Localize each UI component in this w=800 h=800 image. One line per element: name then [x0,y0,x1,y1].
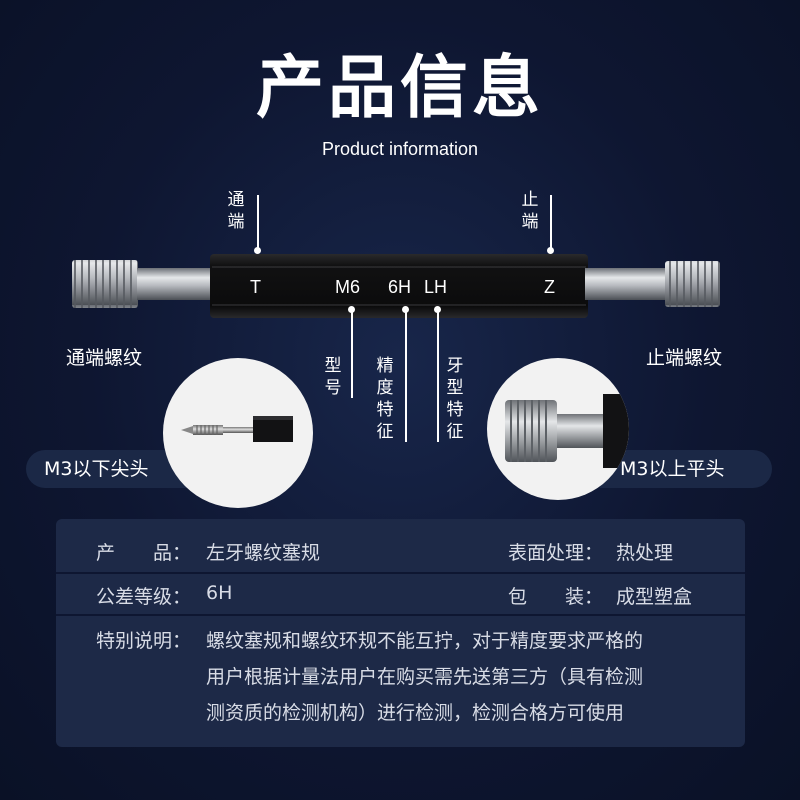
callout-char: 端 [227,212,245,232]
callout-nogo-end: 止 端 [520,189,540,233]
row-divider [56,572,745,574]
callout-dot [547,247,554,254]
callout-char: 牙 [446,356,464,376]
callout-char: 号 [324,378,342,398]
flat-tip-label: M3以上平头 [620,458,725,480]
package-label: 包 装： [508,586,604,608]
callout-char: 度 [376,378,394,398]
gauge-label-nogo: Z [544,277,555,297]
callout-line [257,195,259,250]
surface-label: 表面处理： [508,542,604,564]
callout-go-end: 通 端 [226,189,246,233]
note-label: 特别说明： [96,630,192,652]
package-value: 成型塑盒 [616,586,693,608]
page-subtitle: Product information [321,139,479,159]
callout-line [351,310,353,398]
note-line: 螺纹塞规和螺纹环规不能互拧，对于精度要求严格的 [206,630,644,652]
go-thread-end [72,260,138,308]
go-neck [137,268,215,300]
gauge-label-go: T [250,277,261,297]
callout-thread: 牙 型 特 征 [445,355,465,443]
gauge-label-thread: LH [424,277,448,297]
callout-dot [402,306,409,313]
flat-tip-pill: M3以上平头 [600,450,772,488]
product-value: 左牙螺纹塞规 [206,542,321,564]
callout-char: 止 [521,190,539,210]
gauge-handle [210,254,588,318]
note-line: 测资质的检测机构）进行检测，检测合格方可使用 [206,702,625,724]
callout-model: 型 号 [323,355,343,399]
nogo-thread-end [665,261,720,307]
callout-dot [434,306,441,313]
go-thread-label: 通端螺纹 [66,347,143,369]
callout-line [405,310,407,442]
pointed-tip-detail-circle [163,358,313,508]
gauge-label-precision: 6H [388,277,412,297]
nogo-thread-label: 止端螺纹 [646,347,723,369]
row-divider [56,614,745,616]
flat-tip-detail-circle [487,358,629,500]
callout-char: 型 [324,356,342,376]
callout-line [437,310,439,442]
pointed-tip-label: M3以下尖头 [44,458,149,480]
gauge-label-model: M6 [335,277,361,297]
table-row: 特别说明： 螺纹塞规和螺纹环规不能互拧，对于精度要求严格的 用户根据计量法用户在… [56,616,745,747]
callout-char: 征 [376,422,394,442]
callout-char: 通 [227,190,245,210]
callout-char: 征 [446,422,464,442]
callout-dot [348,306,355,313]
table-row: 产 品： 左牙螺纹塞规 表面处理： 热处理 [56,519,745,573]
callout-dot [254,247,261,254]
tolerance-value: 6H [206,582,233,604]
page-title: 产品信息 [255,49,544,128]
pointed-tip-illustration [181,416,293,442]
callout-char: 精 [376,356,394,376]
flat-tip-illustration [505,394,629,468]
table-row: 公差等级： 6H 包 装： 成型塑盒 [56,574,745,622]
callout-line [550,195,552,250]
nogo-neck [585,268,667,300]
surface-value: 热处理 [616,542,674,564]
callout-char: 特 [376,400,394,420]
tolerance-label: 公差等级： [96,586,192,608]
callout-precision: 精 度 特 征 [375,355,395,443]
callout-char: 特 [446,400,464,420]
product-label: 产 品： [96,542,192,564]
callout-char: 型 [446,378,464,398]
note-line: 用户根据计量法用户在购买需先送第三方（具有检测 [206,666,644,688]
thread-plug-gauge [72,254,720,318]
callout-char: 端 [521,212,539,232]
product-info-table: 产 品： 左牙螺纹塞规 表面处理： 热处理 公差等级： 6H 包 装： 成型塑盒… [56,519,745,747]
